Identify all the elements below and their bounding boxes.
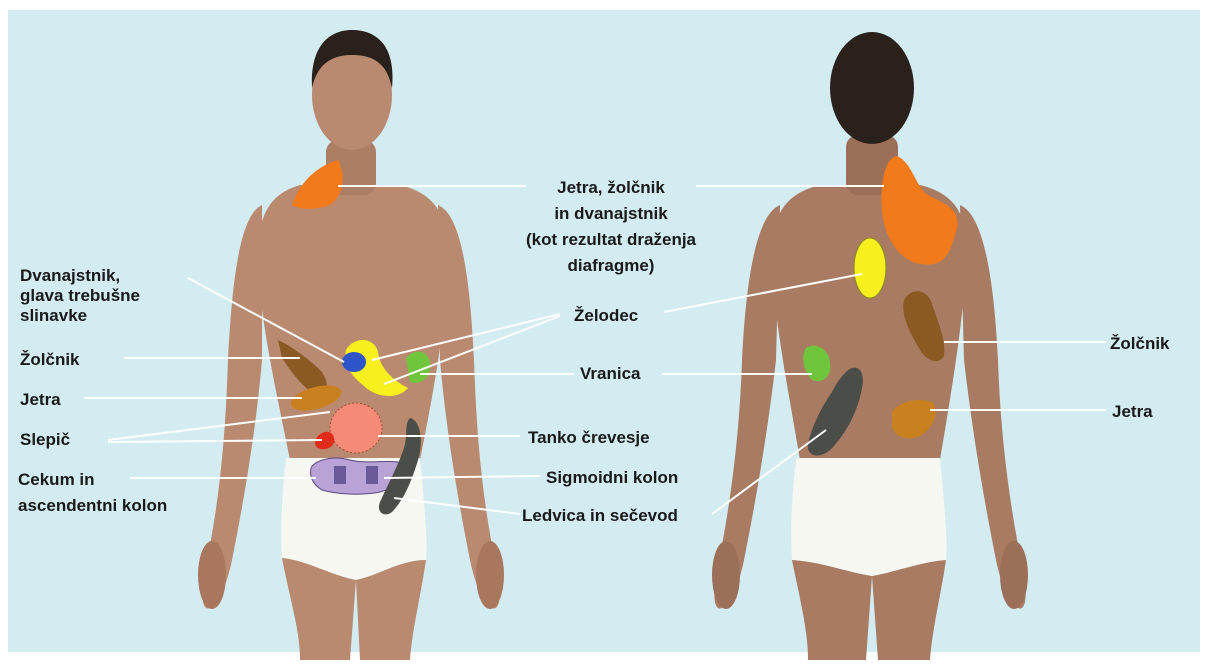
back-body	[712, 32, 1028, 660]
zone-front-sigmoid-right	[366, 466, 378, 484]
label-spleen: Vranica	[580, 364, 641, 384]
label-line-1: Dvanajstnik,	[20, 266, 140, 286]
label-cecum-ascending-colon: Cekum in ascendentni kolon	[18, 470, 167, 516]
zone-front-sigmoid	[334, 466, 346, 484]
label-line-2: ascendentni kolon	[18, 496, 167, 516]
label-appendix: Slepič	[20, 430, 70, 450]
label-line-3: (kot rezultat draženja	[506, 230, 716, 250]
label-duodenum-pancreas-head: Dvanajstnik, glava trebušne slinavke	[20, 266, 140, 326]
label-liver-front: Jetra	[20, 390, 61, 410]
label-sigmoid-colon: Sigmoidni kolon	[546, 468, 678, 488]
label-line-2: glava trebušne	[20, 286, 140, 306]
label-line-3: slinavke	[20, 306, 140, 326]
label-line-4: diafragme)	[506, 256, 716, 276]
label-line-2: in dvanajstnik	[506, 204, 716, 224]
label-gallbladder-front: Žolčnik	[20, 350, 80, 370]
zone-back-stomach	[854, 238, 886, 298]
label-line-1: Jetra, žolčnik	[506, 178, 716, 198]
label-liver-gallbladder-duodenum: Jetra, žolčnik in dvanajstnik (kot rezul…	[506, 178, 716, 276]
label-liver-back: Jetra	[1112, 402, 1153, 422]
label-gallbladder-back: Žolčnik	[1110, 334, 1170, 354]
zone-front-duodenum	[342, 352, 366, 372]
label-line-1: Cekum in	[18, 470, 167, 490]
label-stomach: Želodec	[574, 306, 638, 326]
label-kidney-ureter: Ledvica in sečevod	[522, 506, 678, 526]
zone-front-small-intestine	[330, 403, 382, 453]
label-small-intestine: Tanko črevesje	[528, 428, 650, 448]
